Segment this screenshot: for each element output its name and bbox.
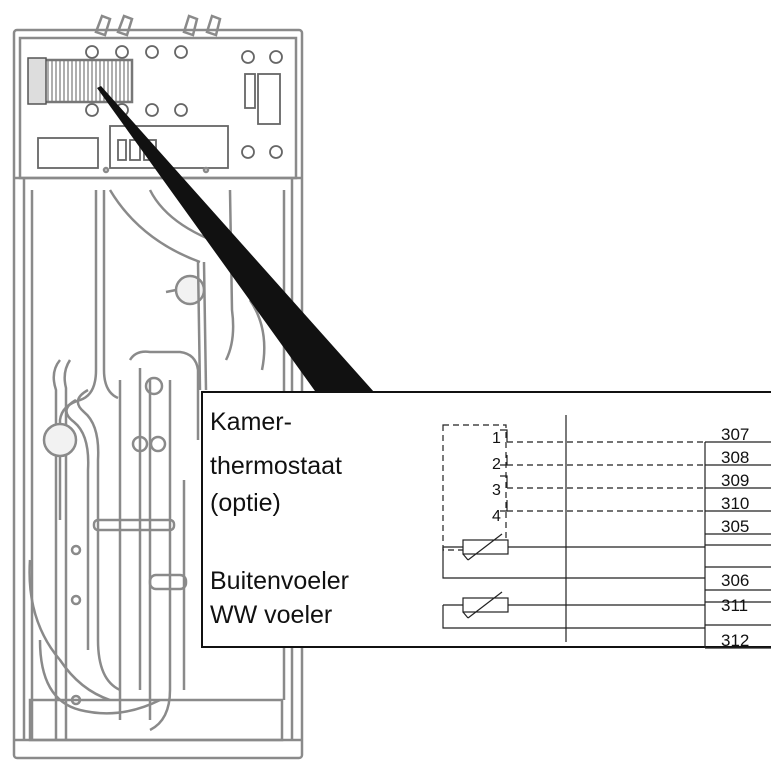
buitenvoeler-label: Buitenvoeler [210,567,349,595]
ww-voeler-label: WW voeler [210,601,333,629]
callout-pointer [97,86,374,398]
kamer-label-line3: (optie) [210,489,281,517]
terminal-306: 306 [721,571,749,590]
thermostat-pin-2: 2 [492,456,501,473]
thermostat-pin-1: 1 [492,430,501,447]
terminal-308: 308 [721,448,749,467]
terminal-312: 312 [721,631,749,650]
thermostat-dashed-box [442,424,507,551]
terminal-307: 307 [721,425,749,444]
terminal-305: 305 [721,517,749,536]
kamer-label-line1: Kamer- [210,408,292,436]
terminal-311: 311 [721,596,748,615]
wiring-schematic [442,415,771,649]
top-connectors [94,14,222,37]
knockout-holes [85,45,283,159]
kamer-label-line2: thermostaat [210,452,343,480]
terminal-310: 310 [721,494,749,513]
thermostat-pin-3: 3 [492,482,501,499]
terminal-309: 309 [721,471,749,490]
thermostat-pin-4: 4 [492,508,501,525]
